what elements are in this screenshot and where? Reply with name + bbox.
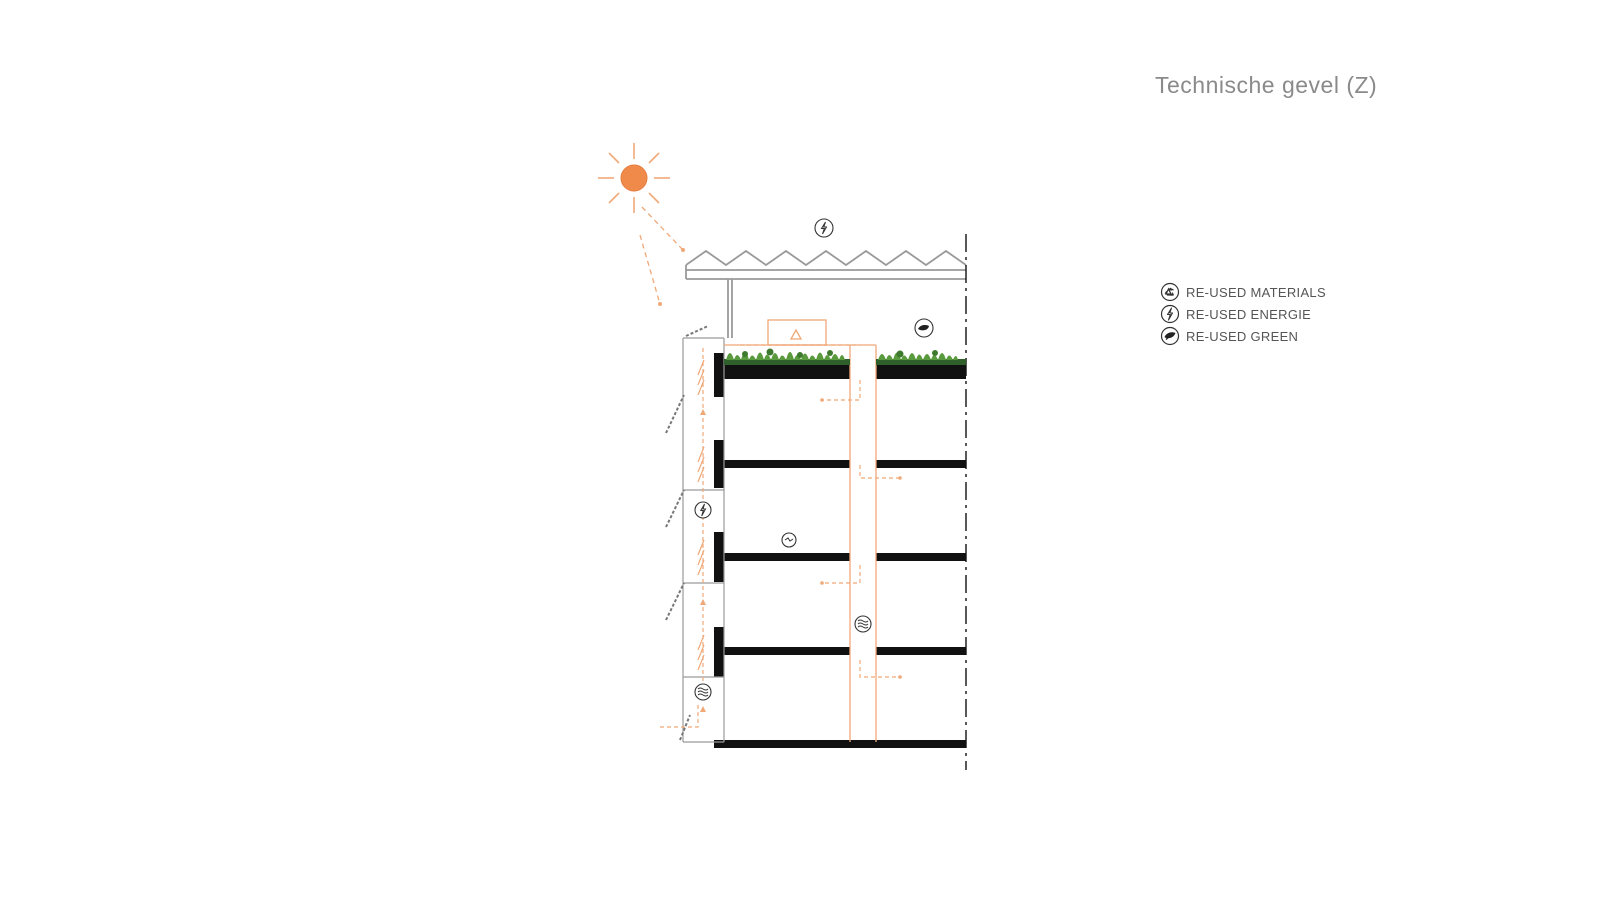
legend-item-green: RE-USED GREEN (1160, 325, 1326, 347)
ray-end-dot (681, 248, 685, 252)
floor-slabs (714, 365, 966, 748)
legend-label: RE-USED ENERGIE (1186, 306, 1312, 322)
legend-item-energie: RE-USED ENERGIE (1160, 303, 1326, 325)
solar-roof-canopy (685, 249, 967, 338)
recycle-icon (789, 328, 803, 340)
ventilation-icon (694, 683, 712, 701)
green-roof (724, 348, 966, 365)
ray-end-dot (658, 302, 662, 306)
sun-shades (665, 325, 709, 741)
facade-edge-columns (714, 353, 724, 677)
diagram-title: Technische gevel (Z) (1155, 72, 1378, 98)
lightning-icon (1160, 304, 1180, 324)
lightning-icon (814, 218, 834, 238)
lightning-icon (694, 501, 712, 519)
ventilation-icon (854, 615, 872, 633)
leaf-icon (914, 318, 934, 338)
vertical-shaft (724, 319, 877, 742)
legend: RE-USED MATERIALS RE-USED ENERGIE RE-USE… (1160, 281, 1326, 347)
sun-icon (598, 143, 670, 213)
legend-label: RE-USED GREEN (1186, 328, 1299, 344)
legend-label: RE-USED MATERIALS (1186, 284, 1326, 300)
legend-item-materials: RE-USED MATERIALS (1160, 281, 1326, 303)
airflow-paths (660, 344, 900, 728)
heat-exchange-icon (781, 532, 797, 548)
airflow-arrows (700, 398, 902, 712)
sun-rays (639, 206, 684, 305)
recycle-icon (1160, 282, 1180, 302)
leaf-icon (1160, 326, 1180, 346)
